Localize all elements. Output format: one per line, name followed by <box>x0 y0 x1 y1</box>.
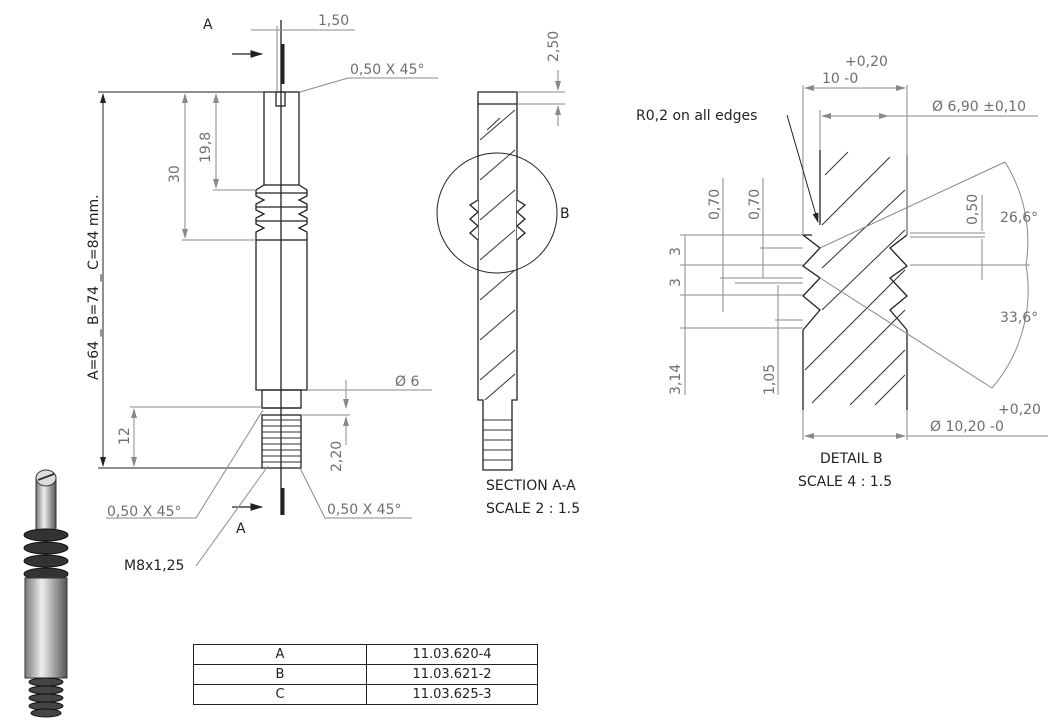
section-mark-top: A <box>203 17 213 33</box>
inner-diameter-label: Ø 6,90 ±0,10 <box>932 99 1026 115</box>
variant-cell: A <box>193 644 367 665</box>
dim-0-70-b: 0,70 <box>747 189 763 220</box>
part-number-cell: 11.03.621-2 <box>366 664 538 685</box>
dim-2-50: 2,50 <box>546 31 562 62</box>
chamfer-bottom-right-label: 0,50 X 45° <box>327 502 401 518</box>
dim-12: 12 <box>117 427 133 445</box>
width-tolerance-upper: +0,20 <box>845 54 888 70</box>
edge-radius-note: R0,2 on all edges <box>636 108 757 124</box>
outer-diameter-tolerance-upper: +0,20 <box>998 402 1041 418</box>
overall-length-label: A=64 _ B=74 _ C=84 mm. <box>86 194 102 380</box>
outer-diameter-label: Ø 10,20 -0 <box>930 419 1004 435</box>
section-view: B 2,50 SECTION A-A SCALE 2 : 1.5 <box>436 31 580 517</box>
section-scale: SCALE 2 : 1.5 <box>486 501 580 517</box>
detail-mark-b: B <box>560 206 570 222</box>
dia-6-label: Ø 6 <box>395 374 419 390</box>
part-number-cell: 11.03.620-4 <box>366 644 538 665</box>
section-title: SECTION A-A <box>486 478 576 494</box>
dim-3-14: 3,14 <box>668 364 684 395</box>
dim-2-20: 2,20 <box>329 441 345 472</box>
angle-upper: 26,6° <box>1000 210 1038 226</box>
grooves <box>255 184 308 240</box>
variant-cell: C <box>193 684 367 705</box>
dim-30: 30 <box>167 165 183 183</box>
detail-title: DETAIL B <box>820 451 883 467</box>
angle-lower: 33,6° <box>1000 310 1038 326</box>
dim-0-50: 0,50 <box>965 194 981 225</box>
isometric-pin-view <box>23 469 69 718</box>
width-value: 10 -0 <box>822 71 858 87</box>
pin-outline <box>255 20 308 515</box>
pitch-1: 3 <box>668 247 684 256</box>
variant-cell: B <box>193 664 367 685</box>
dim-slot-width: 1,50 <box>318 13 349 29</box>
main-view: A A 1,50 0,50 X 45° A=64 _ B=74 _ C=84 m… <box>86 13 438 574</box>
chamfer-top-label: 0,50 X 45° <box>350 62 424 78</box>
dim-19-8: 19,8 <box>198 132 214 163</box>
part-number-cell: 11.03.625-3 <box>366 684 538 705</box>
detail-scale: SCALE 4 : 1.5 <box>798 474 892 490</box>
dim-1-05: 1,05 <box>762 364 778 395</box>
pitch-2: 3 <box>668 278 684 287</box>
thread-label: M8x1,25 <box>124 558 184 574</box>
dim-0-70-a: 0,70 <box>707 189 723 220</box>
detail-view: +0,20 10 -0 Ø 6,90 ±0,10 R0,2 on all edg… <box>636 54 1048 490</box>
section-mark-bottom: A <box>236 521 246 537</box>
chamfer-bottom-left-label: 0,50 X 45° <box>107 504 181 520</box>
